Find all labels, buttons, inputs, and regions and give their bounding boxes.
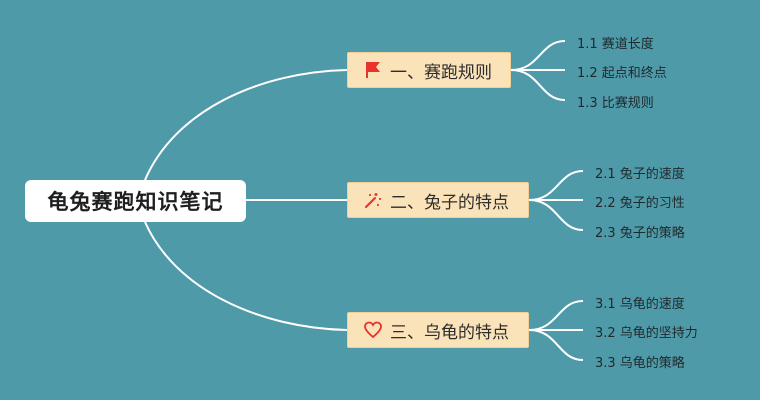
connector-b3-leaf-1 — [528, 300, 584, 331]
branch-rabbit[interactable]: 二、兔子的特点 — [347, 182, 529, 218]
root-title: 龟兔赛跑知识笔记 — [47, 190, 224, 214]
connector-b1-leaf-1 — [510, 40, 566, 71]
leaf-2-2[interactable]: 2.2 兔子的习性 — [595, 196, 685, 211]
leaf-2-1[interactable]: 2.1 兔子的速度 — [595, 167, 685, 182]
branch-rules[interactable]: 一、赛跑规则 — [347, 52, 511, 88]
connector-b2-leaf-1 — [528, 170, 584, 201]
branch-rules-label: 一、赛跑规则 — [390, 62, 492, 83]
connector-b3-leaf-3 — [528, 329, 584, 361]
connector-root-branch-3 — [144, 221, 348, 331]
connector-b2-leaf-3 — [528, 199, 584, 231]
leaf-2-3[interactable]: 2.3 兔子的策略 — [595, 226, 685, 241]
leaf-1-3[interactable]: 1.3 比赛规则 — [577, 96, 654, 111]
heart-outline-icon — [362, 319, 384, 341]
branch-turtle-label: 三、乌龟的特点 — [390, 322, 509, 343]
magic-wand-icon — [362, 189, 384, 211]
root-topic[interactable]: 龟兔赛跑知识笔记 — [25, 180, 246, 222]
branch-rabbit-label: 二、兔子的特点 — [390, 192, 509, 213]
leaf-1-2[interactable]: 1.2 起点和终点 — [577, 66, 667, 81]
leaf-1-1[interactable]: 1.1 赛道长度 — [577, 37, 654, 52]
connector-b1-leaf-3 — [510, 69, 566, 101]
leaf-3-2[interactable]: 3.2 乌龟的坚持力 — [595, 326, 698, 341]
connector-root-branch-1 — [144, 69, 348, 181]
leaf-3-1[interactable]: 3.1 乌龟的速度 — [595, 297, 685, 312]
red-flag-icon — [362, 59, 384, 81]
leaf-3-3[interactable]: 3.3 乌龟的策略 — [595, 356, 685, 371]
branch-turtle[interactable]: 三、乌龟的特点 — [347, 312, 529, 348]
